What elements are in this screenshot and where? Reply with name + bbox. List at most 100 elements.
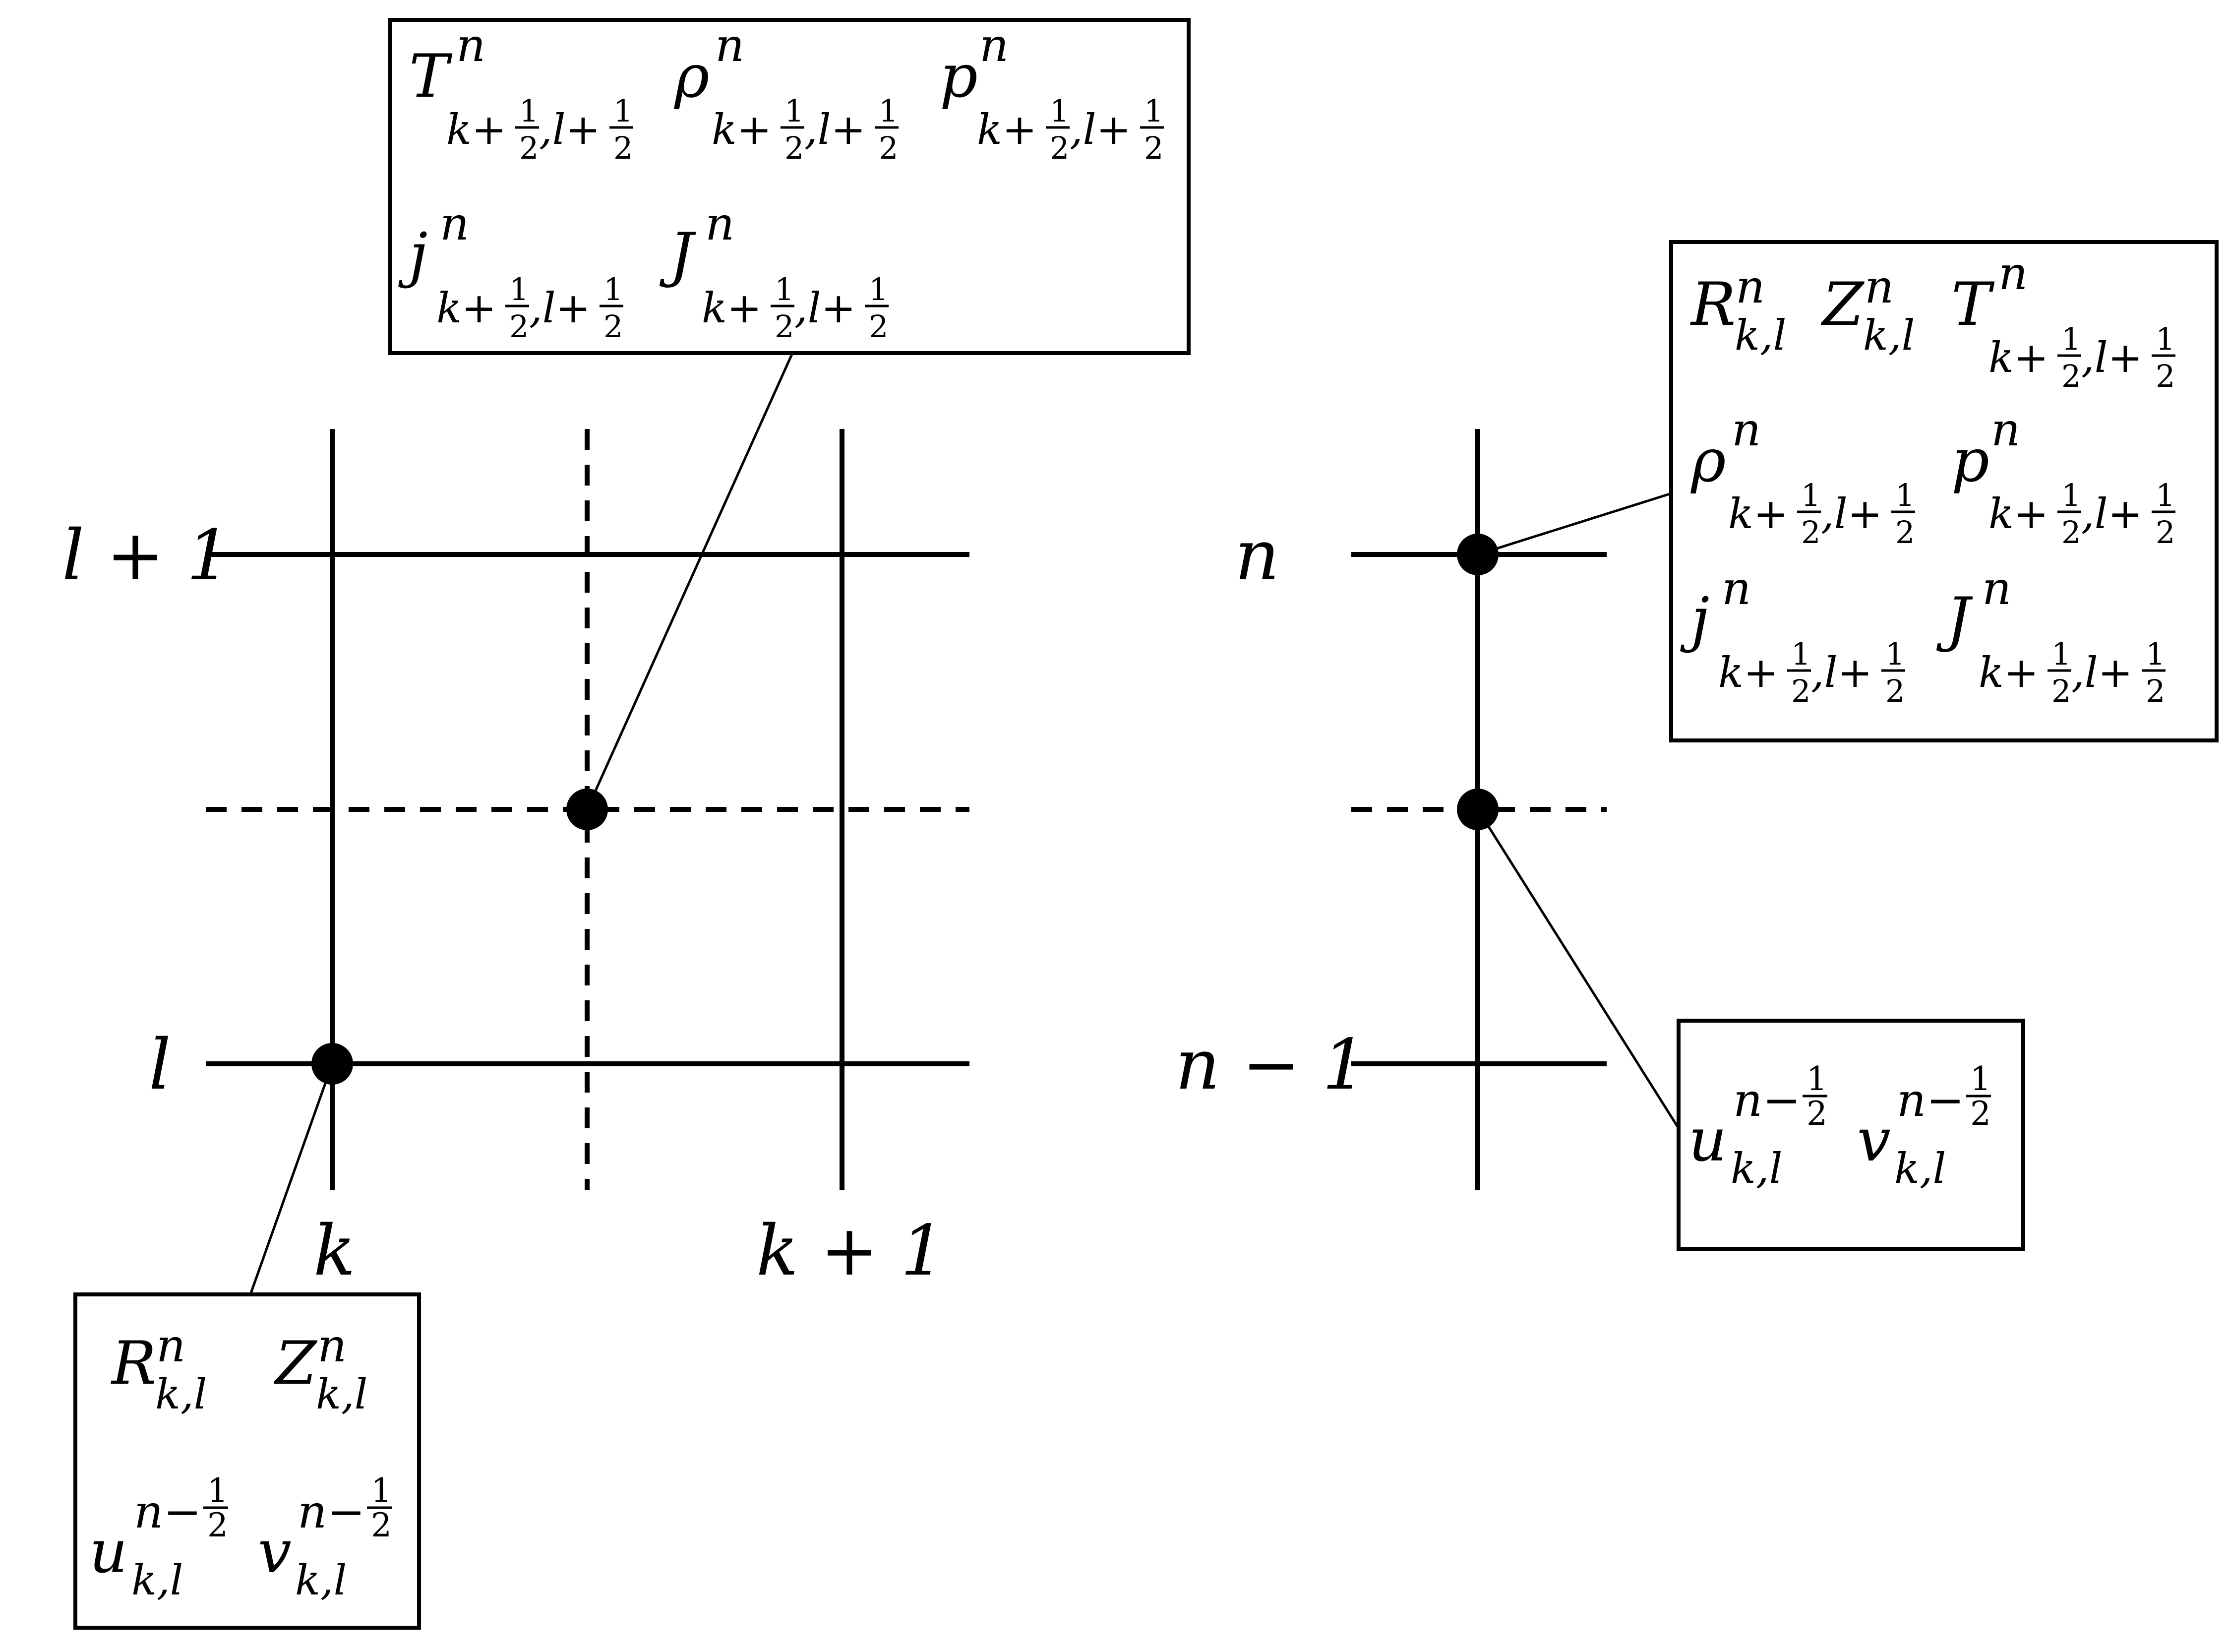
svg-text:2: 2 <box>2156 514 2175 551</box>
svg-text:v: v <box>1857 1106 1891 1175</box>
svg-text:,l+: ,l+ <box>2081 333 2143 382</box>
svg-text:2: 2 <box>1806 1095 1827 1133</box>
time-half-box-content: u n− 1 2 k,l v n− 1 2 k,l <box>1688 1060 1991 1193</box>
svg-text:2: 2 <box>2156 358 2175 394</box>
svg-text:n: n <box>1722 562 1751 615</box>
svg-text:1: 1 <box>784 93 804 129</box>
svg-text:2: 2 <box>869 308 888 345</box>
symbol-J-cell: J n k+ 1 2 ,l+ 1 2 <box>659 197 889 345</box>
leader-lines <box>249 352 1680 1295</box>
svg-text:1: 1 <box>519 93 539 129</box>
svg-text:k+: k+ <box>1979 648 2039 697</box>
svg-text:k,l: k,l <box>155 1370 207 1418</box>
svg-text:2: 2 <box>207 1506 228 1544</box>
svg-text:p: p <box>940 42 978 111</box>
symbol-Z-time: Z n k,l <box>1820 260 1915 360</box>
symbol-v-time: v n− 1 2 k,l <box>1857 1060 1991 1193</box>
svg-text:1: 1 <box>1144 93 1163 129</box>
leader-cell-center <box>586 352 794 810</box>
svg-text:,l+: ,l+ <box>804 105 866 154</box>
node-box <box>73 1292 421 1630</box>
time-half-box <box>1677 1019 2025 1251</box>
svg-text:u: u <box>1688 1106 1727 1175</box>
symbol-J-time: J n k+ 1 2 ,l+ 1 2 <box>1936 562 2166 709</box>
svg-text:k+: k+ <box>712 105 772 154</box>
symbol-T-time: T n k+ 1 2 ,l+ 1 2 <box>1951 247 2175 394</box>
svg-text:2: 2 <box>2051 673 2071 709</box>
svg-text:R: R <box>1690 270 1736 339</box>
svg-text:2: 2 <box>1801 514 1820 551</box>
leader-time-n <box>1477 492 1672 556</box>
svg-text:k+: k+ <box>446 105 506 154</box>
svg-text:2: 2 <box>1144 130 1163 166</box>
svg-text:k+: k+ <box>977 105 1037 154</box>
svg-text:1: 1 <box>613 93 633 129</box>
svg-text:R: R <box>111 1329 156 1398</box>
leader-node-k-l <box>249 1063 334 1295</box>
node-box-content: R n k,l Z n k,l u n− 1 2 k,l v n− 1 2 k,… <box>89 1319 392 1604</box>
svg-text:,l+: ,l+ <box>529 284 591 332</box>
symbol-p-cell: p n k+ 1 2 ,l+ 1 2 <box>940 19 1164 166</box>
symbol-rho-cell: ρ n k+ 1 2 ,l+ 1 2 <box>673 19 899 166</box>
svg-text:1: 1 <box>1806 1060 1827 1098</box>
svg-text:n: n <box>1732 403 1761 456</box>
svg-text:,l+: ,l+ <box>1811 648 1872 697</box>
symbol-u-time: u n− 1 2 k,l <box>1688 1060 1827 1193</box>
svg-text:1: 1 <box>1895 477 1915 513</box>
svg-text:1: 1 <box>2061 477 2081 513</box>
svg-text:2: 2 <box>1970 1095 1991 1133</box>
svg-text:Z: Z <box>273 1329 318 1398</box>
svg-text:k,l: k,l <box>1735 311 1786 360</box>
svg-text:n: n <box>1982 562 2011 615</box>
svg-text:n: n <box>705 197 734 250</box>
symbol-p-time: p n k+ 1 2 ,l+ 1 2 <box>1951 403 2175 551</box>
svg-text:u: u <box>89 1518 127 1587</box>
svg-text:n: n <box>1865 260 1894 313</box>
svg-text:k+: k+ <box>702 284 762 332</box>
svg-text:k,l: k,l <box>1894 1144 1946 1193</box>
svg-text:v: v <box>258 1518 292 1587</box>
svg-text:ρ: ρ <box>673 42 710 111</box>
symbol-Z-node: Z n k,l <box>273 1319 367 1418</box>
svg-text:k+: k+ <box>436 284 496 332</box>
svg-text:n: n <box>440 197 469 250</box>
svg-text:,l+: ,l+ <box>1070 105 1131 154</box>
label-l-plus-1: l + 1 <box>62 515 231 596</box>
label-k: k <box>313 1211 356 1291</box>
svg-text:2: 2 <box>613 130 633 166</box>
svg-text:,l+: ,l+ <box>2071 648 2133 697</box>
svg-text:2: 2 <box>879 130 898 166</box>
svg-text:n−: n− <box>298 1485 365 1538</box>
svg-text:k,l: k,l <box>1731 1144 1782 1193</box>
svg-text:1: 1 <box>509 271 529 307</box>
svg-text:2: 2 <box>1895 514 1915 551</box>
svg-text:n: n <box>456 19 485 72</box>
symbol-u-node: u n− 1 2 k,l <box>89 1471 228 1604</box>
svg-text:2: 2 <box>1050 130 1069 166</box>
svg-text:1: 1 <box>371 1471 392 1510</box>
svg-text:n−: n− <box>1733 1074 1801 1127</box>
svg-text:ρ: ρ <box>1690 427 1726 495</box>
svg-text:1: 1 <box>2156 477 2175 513</box>
svg-text:2: 2 <box>2061 358 2081 394</box>
svg-text:2: 2 <box>371 1506 392 1544</box>
svg-text:1: 1 <box>1970 1060 1991 1098</box>
svg-text:,l+: ,l+ <box>539 105 601 154</box>
svg-text:1: 1 <box>879 93 898 129</box>
svg-text:,l+: ,l+ <box>2081 489 2143 538</box>
svg-text:k,l: k,l <box>1863 311 1915 360</box>
svg-text:2: 2 <box>1885 673 1905 709</box>
symbol-R-time: R n k,l <box>1690 260 1786 360</box>
svg-text:1: 1 <box>2156 321 2175 357</box>
leader-time-half <box>1476 808 1680 1129</box>
svg-text:2: 2 <box>784 130 804 166</box>
svg-text:1: 1 <box>1050 93 1069 129</box>
time-n-box-content: R n k,l Z n k,l T n k+ 1 2 ,l+ 1 2 ρ n k… <box>1680 247 2175 709</box>
svg-text:n: n <box>1991 403 2020 456</box>
svg-text:k+: k+ <box>1988 489 2048 538</box>
symbol-j-cell: j n k+ 1 2 ,l+ 1 2 <box>398 197 623 345</box>
svg-text:k+: k+ <box>1728 489 1788 538</box>
svg-text:2: 2 <box>519 130 539 166</box>
label-k-plus-1: k + 1 <box>756 1211 945 1291</box>
svg-text:T: T <box>1951 270 1995 339</box>
